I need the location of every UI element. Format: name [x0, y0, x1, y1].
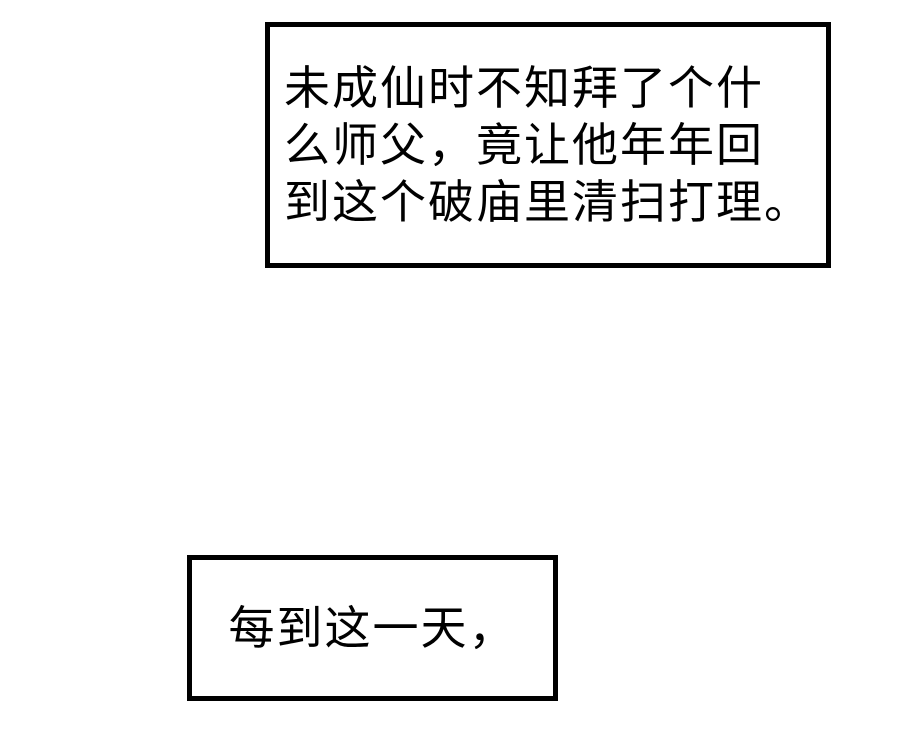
- narration-box-top: 未成仙时不知拜了个什 么师父，竟让他年年回 到这个破庙里清扫打理。: [265, 22, 831, 268]
- narration-top-line-2: 么师父，竟让他年年回: [284, 117, 764, 172]
- narration-top-line-3: 到这个破庙里清扫打理。: [284, 174, 812, 229]
- narration-text-bottom: 每到这一天，: [228, 600, 517, 655]
- narration-text-top: 未成仙时不知拜了个什 么师父，竟让他年年回 到这个破庙里清扫打理。: [284, 60, 812, 231]
- narration-box-bottom: 每到这一天，: [187, 555, 558, 701]
- narration-top-line-1: 未成仙时不知拜了个什: [284, 60, 764, 115]
